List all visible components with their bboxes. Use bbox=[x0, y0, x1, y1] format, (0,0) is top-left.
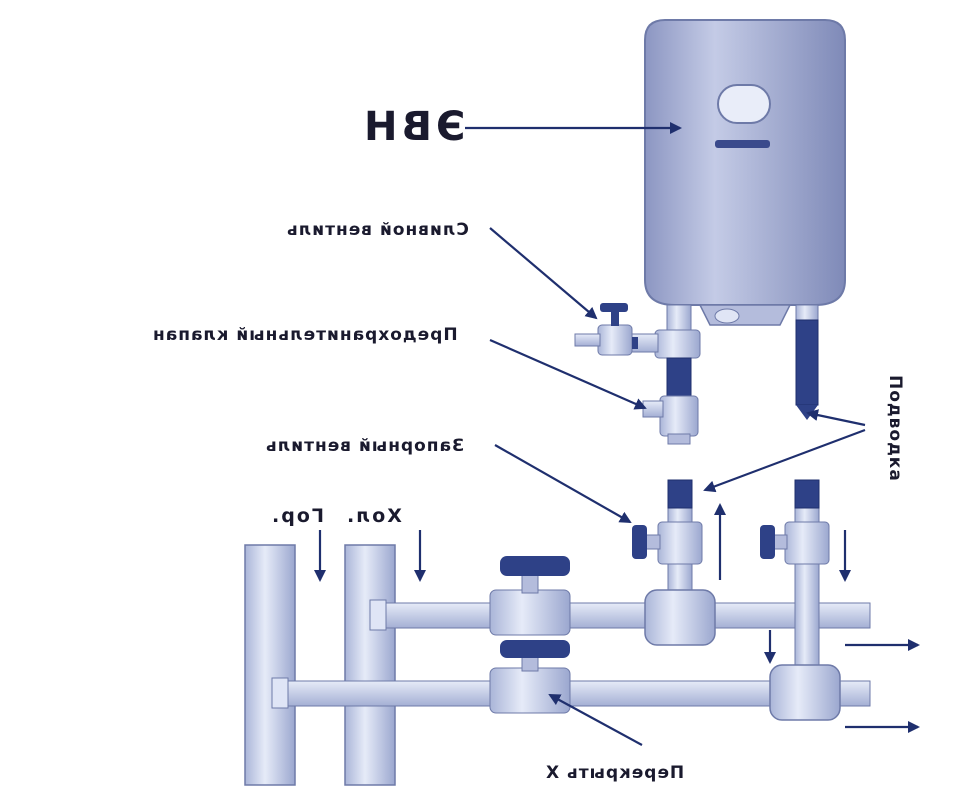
arrow-shutoff-valve bbox=[494, 444, 632, 523]
dark-cap bbox=[794, 479, 820, 509]
shutoff-valve-label: Запорный вентиль bbox=[265, 436, 465, 456]
valve-handle bbox=[632, 525, 647, 559]
hot-outlet-assembly bbox=[574, 303, 701, 445]
drain-valve-label: Сливной вентиль bbox=[286, 220, 469, 240]
tee-fitting bbox=[769, 664, 841, 721]
hot-riser bbox=[244, 544, 296, 786]
arrow-close-x bbox=[548, 694, 643, 746]
close-x-label: Перекрыть X bbox=[545, 763, 685, 783]
arrow-supply-1 bbox=[806, 409, 866, 427]
shutoff-valve-cold bbox=[760, 479, 841, 721]
tank-display-window bbox=[717, 84, 771, 124]
heater-label: ЭВН bbox=[360, 104, 466, 150]
safety-valve-label: Предохранительный клапан bbox=[152, 325, 458, 345]
dark-cap bbox=[667, 479, 693, 509]
annotation-arrows bbox=[314, 122, 920, 746]
drain-valve-handle bbox=[600, 303, 628, 312]
tank-bottom-bracket bbox=[698, 304, 792, 326]
bypass-valve-upper bbox=[489, 556, 571, 636]
supply-label: Подводка bbox=[885, 375, 905, 482]
shutoff-valve-hot bbox=[632, 479, 716, 646]
cold-riser bbox=[344, 544, 396, 786]
hot-label: Гор. bbox=[270, 505, 324, 527]
cold-inlet-hose bbox=[795, 304, 819, 420]
arrow-supply-2 bbox=[703, 428, 866, 493]
drain-valve-body bbox=[597, 324, 633, 356]
drain-valve-stem bbox=[611, 310, 619, 326]
tee-fitting bbox=[644, 589, 716, 646]
tee-fitting bbox=[654, 329, 701, 359]
valve-handle bbox=[500, 556, 570, 576]
arrow-drain-valve bbox=[489, 227, 598, 320]
drain-valve-side-cap bbox=[632, 337, 638, 349]
dark-pipe-section bbox=[666, 357, 692, 399]
cold-branch-pipe bbox=[369, 599, 871, 631]
safety-valve-body bbox=[659, 395, 699, 437]
cold-label: Хол. bbox=[345, 505, 402, 527]
valve-handle bbox=[500, 640, 570, 658]
tank-control-slot bbox=[715, 140, 770, 148]
arrow-safety-valve bbox=[489, 338, 647, 410]
bypass-valve-lower bbox=[489, 640, 571, 714]
dark-hose bbox=[795, 319, 819, 406]
water-heater-tank bbox=[644, 19, 846, 326]
valve-handle bbox=[760, 525, 775, 559]
